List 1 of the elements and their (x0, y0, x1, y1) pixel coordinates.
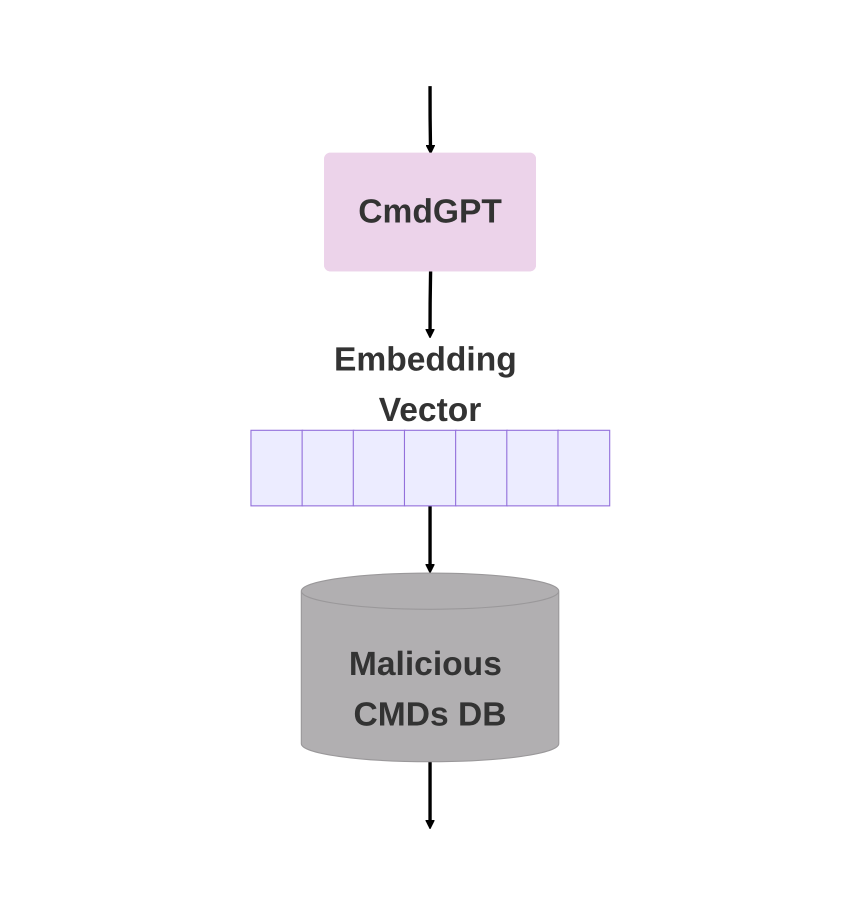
node-text: Embedding Vector (334, 341, 518, 429)
